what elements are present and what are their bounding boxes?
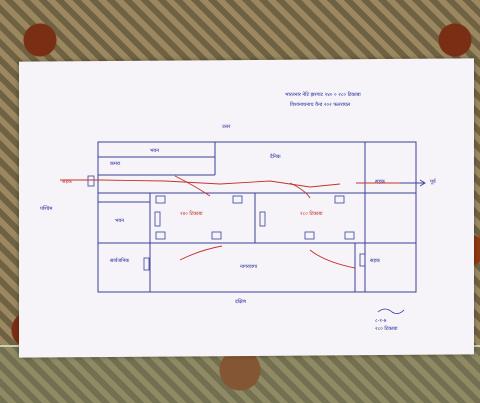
header-line-1: भारतनार नेटि झरगाट २४० ० २८० टिकाबा	[285, 91, 361, 98]
room-top-center-label: दैनिक	[270, 153, 281, 160]
signature-line-2: २८० टिकाबा	[375, 325, 398, 332]
room-top-left-sub-label: कमरा	[110, 161, 121, 167]
red-boundary-line	[60, 175, 410, 269]
room-center-left-label: २४० टिकाबा	[180, 210, 203, 217]
room-lower-left-label: सार्वजनिक	[110, 257, 129, 264]
north-label: उत्तर	[222, 124, 231, 130]
east-arrow-icon	[400, 179, 426, 187]
east-label: पूर्व	[430, 178, 437, 185]
door-markers	[87, 175, 366, 271]
outer-walls	[97, 141, 417, 293]
signature-line-1: ८-१-७	[375, 318, 387, 324]
room-top-left-label: भवन	[150, 148, 159, 154]
south-label: दक्षिण	[235, 298, 247, 305]
header-line-2: विश्वनाथनाथ वैन्ड २०२ फलरायल	[290, 101, 351, 108]
signature-scribble	[377, 308, 405, 314]
west-label: पश्चिम	[40, 205, 53, 212]
room-center-right-label: २८० टिकाबा	[300, 210, 323, 217]
road-right-label: सड़क	[375, 179, 385, 185]
road-left-label: सड़क	[62, 179, 72, 185]
room-lower-right-label: सड़क	[370, 258, 380, 264]
room-lower-center-label: नागरवागा	[240, 264, 258, 270]
room-left-label: भवन	[115, 218, 124, 224]
